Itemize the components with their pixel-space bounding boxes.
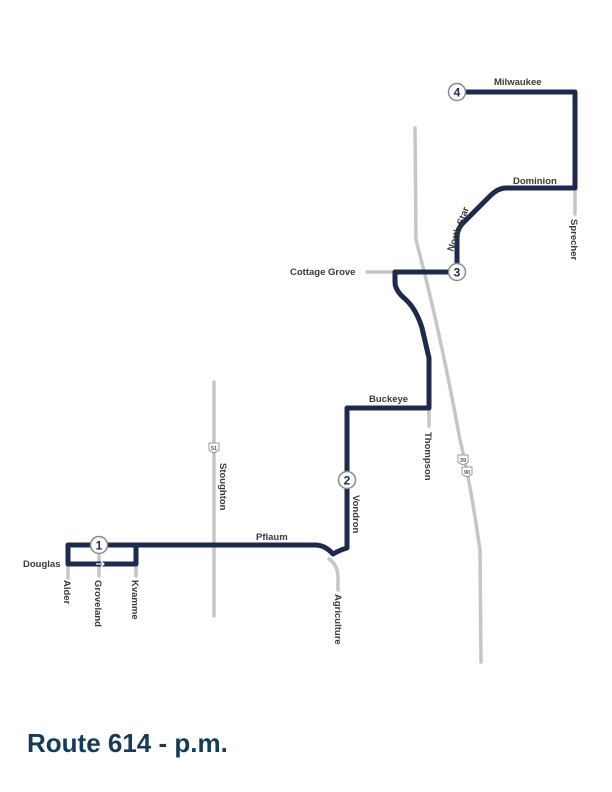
route-title: Route 614 - p.m. (27, 728, 228, 758)
agriculture-road (327, 557, 340, 592)
highway-39-label: 39 (460, 458, 466, 464)
background-roads (66, 126, 577, 664)
highway-90-label: 90 (464, 470, 470, 476)
stop-3: 3 (447, 262, 467, 282)
street-label-agriculture: Agriculture (332, 594, 343, 645)
street-label-milwaukee: Milwaukee (494, 77, 542, 88)
highway-51-shield: 51 (208, 442, 220, 453)
street-label-cottage-grove: Cottage Grove (290, 267, 355, 278)
street-label-thompson: Thompson (422, 432, 433, 481)
stop-1: 1 (89, 535, 109, 555)
interstate-road (413, 126, 483, 664)
direction-arrow-icon (96, 561, 105, 567)
stop-3-number: 3 (454, 266, 461, 280)
street-label-douglas: Douglas (23, 559, 60, 570)
street-label-pflaum: Pflaum (256, 532, 288, 543)
street-label-sprecher: Sprecher (568, 219, 579, 260)
stop-2: 2 (337, 470, 357, 490)
stop-2-number: 2 (344, 474, 351, 488)
stop-4-number: 4 (454, 86, 461, 100)
street-label-buckeye: Buckeye (369, 394, 408, 405)
street-label-vondron: Vondron (350, 495, 361, 534)
stop-4: 4 (447, 82, 467, 102)
bus-route-line (65, 89, 578, 567)
street-label-dominion: Dominion (513, 176, 557, 187)
street-label-alder: Alder (61, 580, 72, 605)
highway-51-label: 51 (211, 446, 217, 452)
street-label-kvamme: Kvamme (129, 580, 140, 620)
stop-1-number: 1 (96, 539, 103, 553)
street-label-stoughton: Stoughton (217, 463, 228, 511)
street-label-groveland: Groveland (92, 580, 103, 627)
highway-90-shield: 90 (461, 466, 473, 477)
highway-39-shield: 39 (457, 454, 469, 465)
